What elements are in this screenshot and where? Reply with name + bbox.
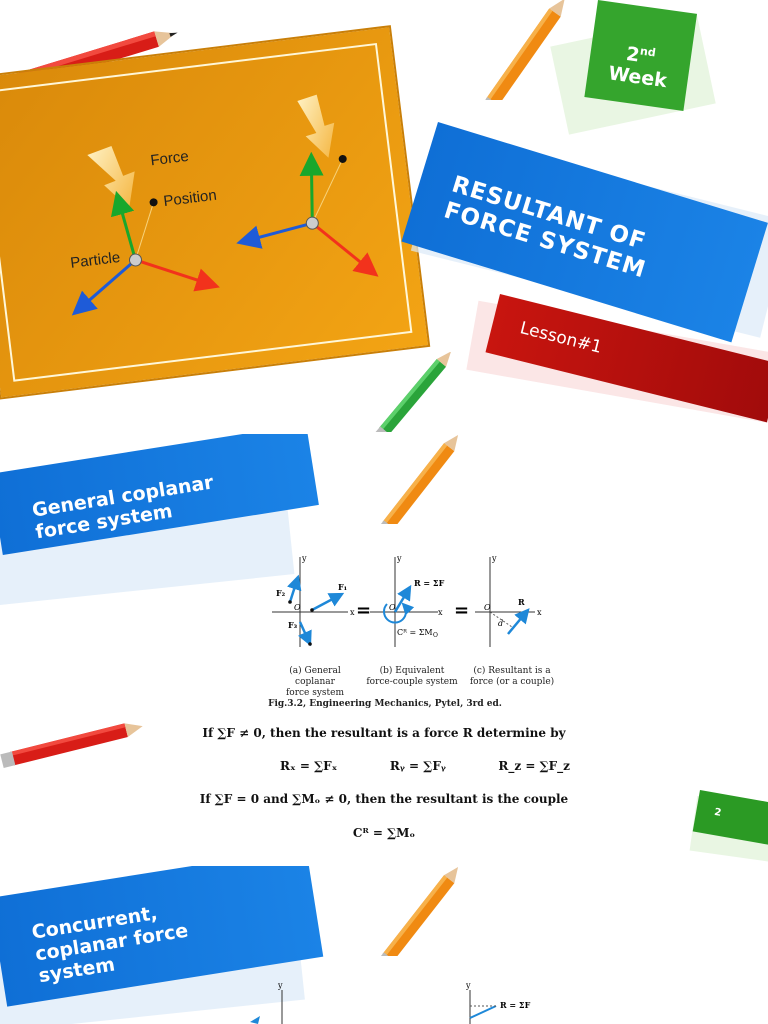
orange-pencil-icon [376, 435, 459, 524]
week-ribbon: 2nd Week [584, 0, 698, 111]
math-rz: R_z = ∑F_z [498, 759, 570, 773]
svg-text:=: = [454, 600, 469, 621]
particle-system-left [71, 146, 220, 316]
svg-text:y: y [301, 554, 307, 563]
math-line-4: Cᴿ = ∑Mₒ [352, 826, 416, 840]
slide-title: RESULTANT OF FORCE SYSTEM [440, 171, 649, 284]
svg-text:R = ΣF: R = ΣF [414, 578, 445, 588]
math-ry: Rᵧ = ∑Fᵧ [389, 759, 446, 773]
svg-text:y: y [465, 981, 471, 990]
red-pencil-icon [0, 723, 143, 768]
svg-text:R: R [518, 597, 525, 607]
green-pencil-icon [372, 352, 452, 432]
svg-text:y: y [277, 981, 283, 990]
svg-text:F₁: F₁ [338, 582, 347, 592]
title-ribbon: RESULTANT OF FORCE SYSTEM [401, 122, 768, 343]
particle-system-right [236, 94, 379, 277]
svg-text:d: d [498, 619, 503, 628]
svg-text:x: x [350, 608, 355, 617]
figure-b: y x O R = ΣF Cᴿ = ΣM O [370, 554, 445, 647]
force-image-panel: Force Position Particle [0, 25, 431, 400]
slide-2: General coplanar force system [0, 434, 768, 864]
figure-source: Fig.3.2, Engineering Mechanics, Pytel, 3… [268, 699, 502, 709]
page-number: 2 [713, 806, 723, 819]
math-line-3: If ∑F = 0 and ∑Mₒ ≠ 0, then the resultan… [199, 792, 569, 806]
svg-text:O: O [294, 603, 301, 612]
svg-text:y: y [491, 554, 497, 563]
particle-label: Particle [69, 249, 121, 272]
orange-pencil-icon [376, 867, 459, 956]
svg-text:y: y [396, 554, 402, 563]
coplanar-figure: y x O F₁ F₂ F₃ = y x O R = ΣF Cᴿ = ΣM O … [272, 554, 542, 647]
figure-a: y x O F₁ F₂ F₃ [272, 554, 355, 647]
math-rx: Rₓ = ∑Fₓ [280, 759, 338, 773]
slide-3: Concurrent, coplanar force system y y R … [0, 866, 768, 1024]
orange-pencil-icon [480, 0, 565, 100]
slide-1: 2nd Week [0, 0, 768, 432]
force-label: Force [149, 148, 189, 170]
svg-text:F₃: F₃ [288, 620, 298, 630]
svg-text:Cᴿ = ΣM: Cᴿ = ΣM [397, 628, 433, 637]
math-line-2: Rₓ = ∑Fₓ Rᵧ = ∑Fᵧ R_z = ∑F_z [280, 759, 570, 773]
svg-text:O: O [484, 603, 491, 612]
position-label: Position [163, 187, 218, 210]
svg-text:=: = [356, 600, 371, 621]
figure-c: y x O R d [475, 554, 542, 647]
concurrent-figure: y y R = ΣF [250, 981, 531, 1024]
svg-text:F₂: F₂ [276, 588, 286, 598]
force-diagram: Force Position Particle [69, 94, 379, 316]
svg-text:x: x [438, 608, 443, 617]
svg-text:O: O [389, 603, 396, 612]
svg-text:x: x [537, 608, 542, 617]
math-line-1: If ∑F ≠ 0, then the resultant is a force… [202, 726, 566, 740]
svg-text:O: O [433, 632, 438, 639]
svg-text:R = ΣF: R = ΣF [500, 1000, 531, 1010]
